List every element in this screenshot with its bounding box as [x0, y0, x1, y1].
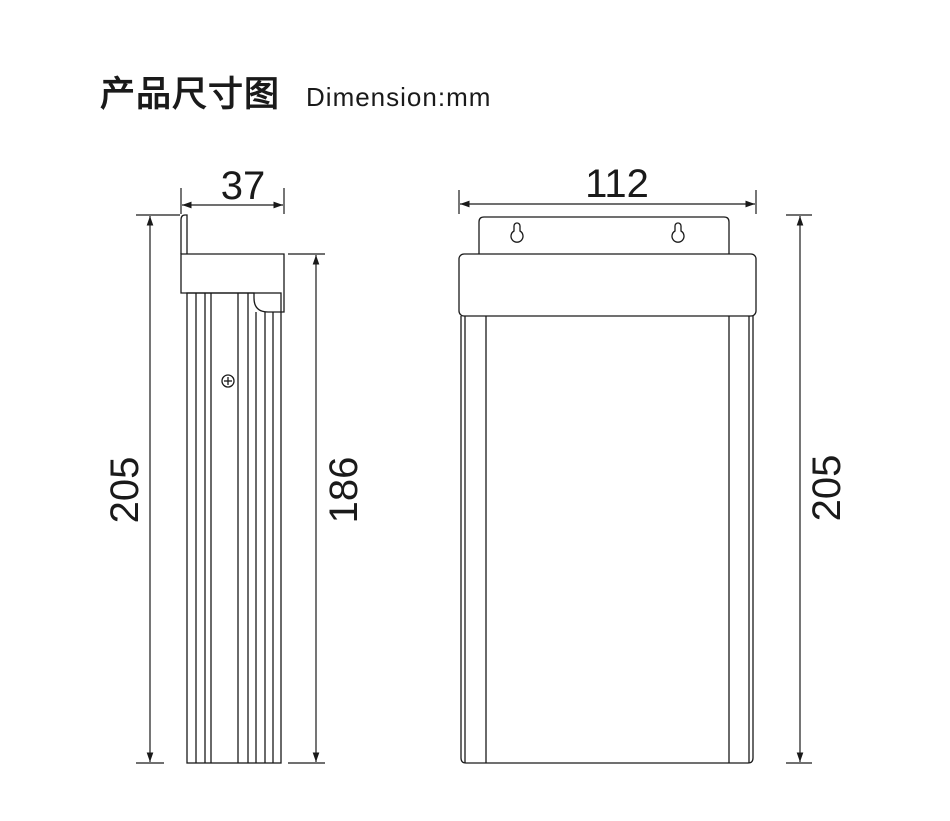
side-width-label: 37	[221, 164, 266, 208]
side-width-dimension	[180, 188, 285, 214]
mounting-tab-side	[180, 214, 188, 254]
front-height-label: 205	[805, 455, 849, 522]
extrusion-body-side	[186, 292, 282, 764]
front-width-label: 112	[585, 162, 649, 206]
main-body-front	[460, 316, 754, 764]
keyhole-right-icon	[671, 222, 685, 243]
page-header: 产品尺寸图 Dimension:mm	[100, 66, 492, 115]
title-chinese: 产品尺寸图	[100, 75, 281, 115]
side-body-height-dimension	[288, 253, 325, 764]
title-english-unit: Dimension:mm	[306, 82, 492, 112]
side-total-height-label: 205	[103, 457, 147, 524]
mounting-plate-front	[478, 216, 730, 254]
front-width-dimension	[458, 190, 757, 214]
front-view	[458, 216, 757, 764]
front-height-dimension	[786, 214, 812, 764]
keyhole-left-icon	[510, 222, 524, 243]
screw-icon	[221, 374, 235, 388]
top-cap-front	[458, 253, 757, 317]
side-total-height-dimension	[136, 214, 180, 764]
side-body-height-label: 186	[322, 457, 366, 524]
side-view	[180, 214, 285, 764]
